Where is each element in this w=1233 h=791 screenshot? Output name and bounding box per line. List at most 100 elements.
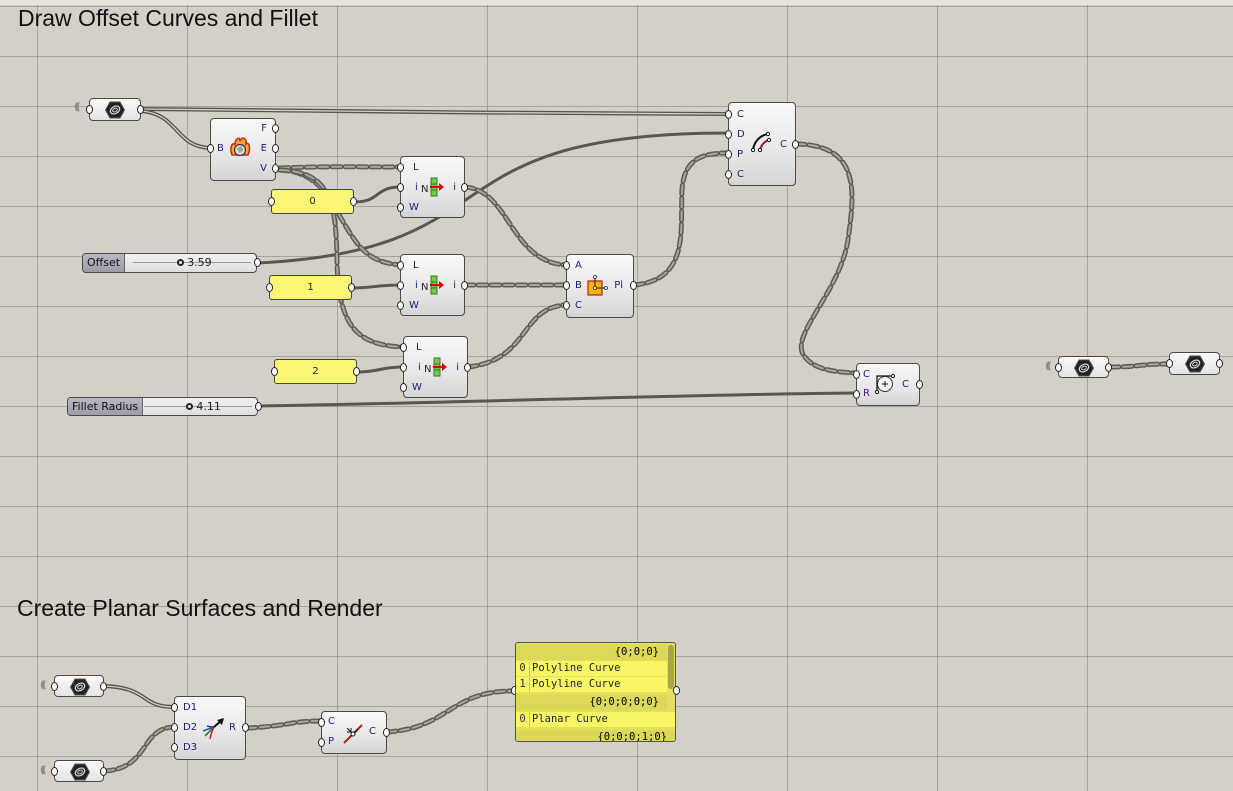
input-port-l[interactable] <box>397 163 404 172</box>
plane-3pt-component[interactable]: A B C Pl <box>563 254 637 318</box>
slider-name: Offset <box>83 254 126 272</box>
input-port[interactable] <box>1166 359 1173 368</box>
wireless-receiver-icon: (((( <box>40 680 46 691</box>
group-title-offset-fillet: Draw Offset Curves and Fillet <box>18 5 318 31</box>
input-port-c[interactable] <box>318 718 325 727</box>
output-port-c[interactable] <box>916 380 923 389</box>
input-port-b[interactable] <box>563 281 570 290</box>
wire-v-to-list1 <box>277 167 403 268</box>
input-port-c2[interactable] <box>725 170 732 179</box>
number-panel-1[interactable]: 1 <box>266 275 355 300</box>
output-port[interactable] <box>137 105 144 114</box>
svg-text:N: N <box>421 184 428 195</box>
port-label: F <box>261 123 267 134</box>
output-port[interactable] <box>1105 363 1112 372</box>
output-port-v[interactable] <box>272 164 279 173</box>
input-port-a[interactable] <box>563 261 570 270</box>
list-item-component-0[interactable]: L i W N i <box>397 156 468 218</box>
wire-list2-to-plane-c <box>465 302 569 370</box>
panel-output-port[interactable] <box>673 686 680 695</box>
input-port-l[interactable] <box>400 343 407 352</box>
output-port[interactable] <box>100 682 107 691</box>
curve-param-bottom-b[interactable] <box>51 760 107 782</box>
input-port-i[interactable] <box>397 281 404 290</box>
output-port-i[interactable] <box>461 281 468 290</box>
fillet-slider-output-port[interactable] <box>255 402 262 411</box>
port-label: D2 <box>183 722 198 733</box>
list-item-component-1[interactable]: L i W N i <box>397 254 468 316</box>
input-port-d2[interactable] <box>171 723 178 732</box>
port-label: L <box>416 342 422 353</box>
input-port[interactable] <box>51 767 58 776</box>
port-label: i <box>415 182 418 193</box>
fillet-radius-slider[interactable]: Fillet Radius 4.11 <box>67 397 258 416</box>
input-port-c[interactable] <box>563 301 570 310</box>
offset-slider[interactable]: Offset 3.59 <box>82 253 257 273</box>
input-port-p[interactable] <box>318 738 325 747</box>
number-panel-2[interactable]: 2 <box>271 359 360 384</box>
boundary-surfaces-component[interactable]: C P C <box>318 711 390 754</box>
curve-param-bottom-a[interactable] <box>51 675 107 697</box>
output-port-r[interactable] <box>242 723 249 732</box>
output-port-f[interactable] <box>272 124 279 133</box>
slider-name: Fillet Radius <box>68 398 144 415</box>
output-port[interactable] <box>100 767 107 776</box>
deconstruct-brep-component[interactable]: B F E V <box>207 118 279 181</box>
input-port-d[interactable] <box>725 130 732 139</box>
port-label: L <box>413 162 419 173</box>
port-label: B <box>575 280 582 291</box>
curve-param-right-a[interactable] <box>1055 356 1112 378</box>
slider-knob[interactable] <box>186 403 194 410</box>
merge-component[interactable]: D1 D2 D3 R <box>171 696 249 760</box>
input-port[interactable] <box>271 367 278 376</box>
input-port-p[interactable] <box>725 150 732 159</box>
deconstruct-brep-icon <box>230 137 251 157</box>
input-port-d1[interactable] <box>171 703 178 712</box>
output-port-e[interactable] <box>272 144 279 153</box>
input-port[interactable] <box>86 105 93 114</box>
offset-curve-component[interactable]: C D P C C <box>725 102 799 186</box>
curve-param-right-b[interactable] <box>1166 352 1223 375</box>
curve-param-top[interactable] <box>86 98 144 121</box>
input-port-c[interactable] <box>725 110 732 119</box>
input-port-c[interactable] <box>853 370 860 379</box>
panel-value: 2 <box>312 366 319 377</box>
offset-slider-output-port[interactable] <box>254 258 261 267</box>
output-port-pl[interactable] <box>630 281 637 290</box>
output-port-i[interactable] <box>464 363 471 372</box>
input-port-d3[interactable] <box>171 743 178 752</box>
output-port-i[interactable] <box>461 183 468 192</box>
input-port[interactable] <box>266 283 273 292</box>
input-port-b[interactable] <box>207 144 214 153</box>
slider-track[interactable] <box>133 262 251 263</box>
port-label: C <box>737 169 744 180</box>
input-port-l[interactable] <box>397 261 404 270</box>
input-port[interactable] <box>1055 363 1062 372</box>
input-port-w[interactable] <box>400 383 407 392</box>
slider-knob[interactable] <box>177 259 185 266</box>
input-port-i[interactable] <box>397 183 404 192</box>
output-port-c[interactable] <box>792 140 799 149</box>
port-label: C <box>575 300 582 311</box>
input-port-w[interactable] <box>397 301 404 310</box>
port-label: i <box>415 280 418 291</box>
output-port-c[interactable] <box>383 728 390 737</box>
output-port[interactable] <box>348 283 355 292</box>
list-item-component-2[interactable]: L i W N i <box>400 336 471 398</box>
input-port[interactable] <box>268 197 275 206</box>
planar-srf-icon <box>343 724 363 744</box>
input-port-w[interactable] <box>397 203 404 212</box>
canvas-top-strip <box>0 0 1233 5</box>
output-port[interactable] <box>1216 359 1223 368</box>
slider-track[interactable] <box>144 406 252 407</box>
input-port-r[interactable] <box>853 390 860 399</box>
output-port[interactable] <box>350 197 357 206</box>
item-text: Planar Curve <box>532 713 608 725</box>
fillet-component[interactable]: C R C <box>853 363 923 406</box>
output-port[interactable] <box>353 367 360 376</box>
number-panel-0[interactable]: 0 <box>268 189 357 214</box>
input-port-i[interactable] <box>400 363 407 372</box>
input-port[interactable] <box>51 682 58 691</box>
panel-scrollbar[interactable] <box>668 645 674 689</box>
